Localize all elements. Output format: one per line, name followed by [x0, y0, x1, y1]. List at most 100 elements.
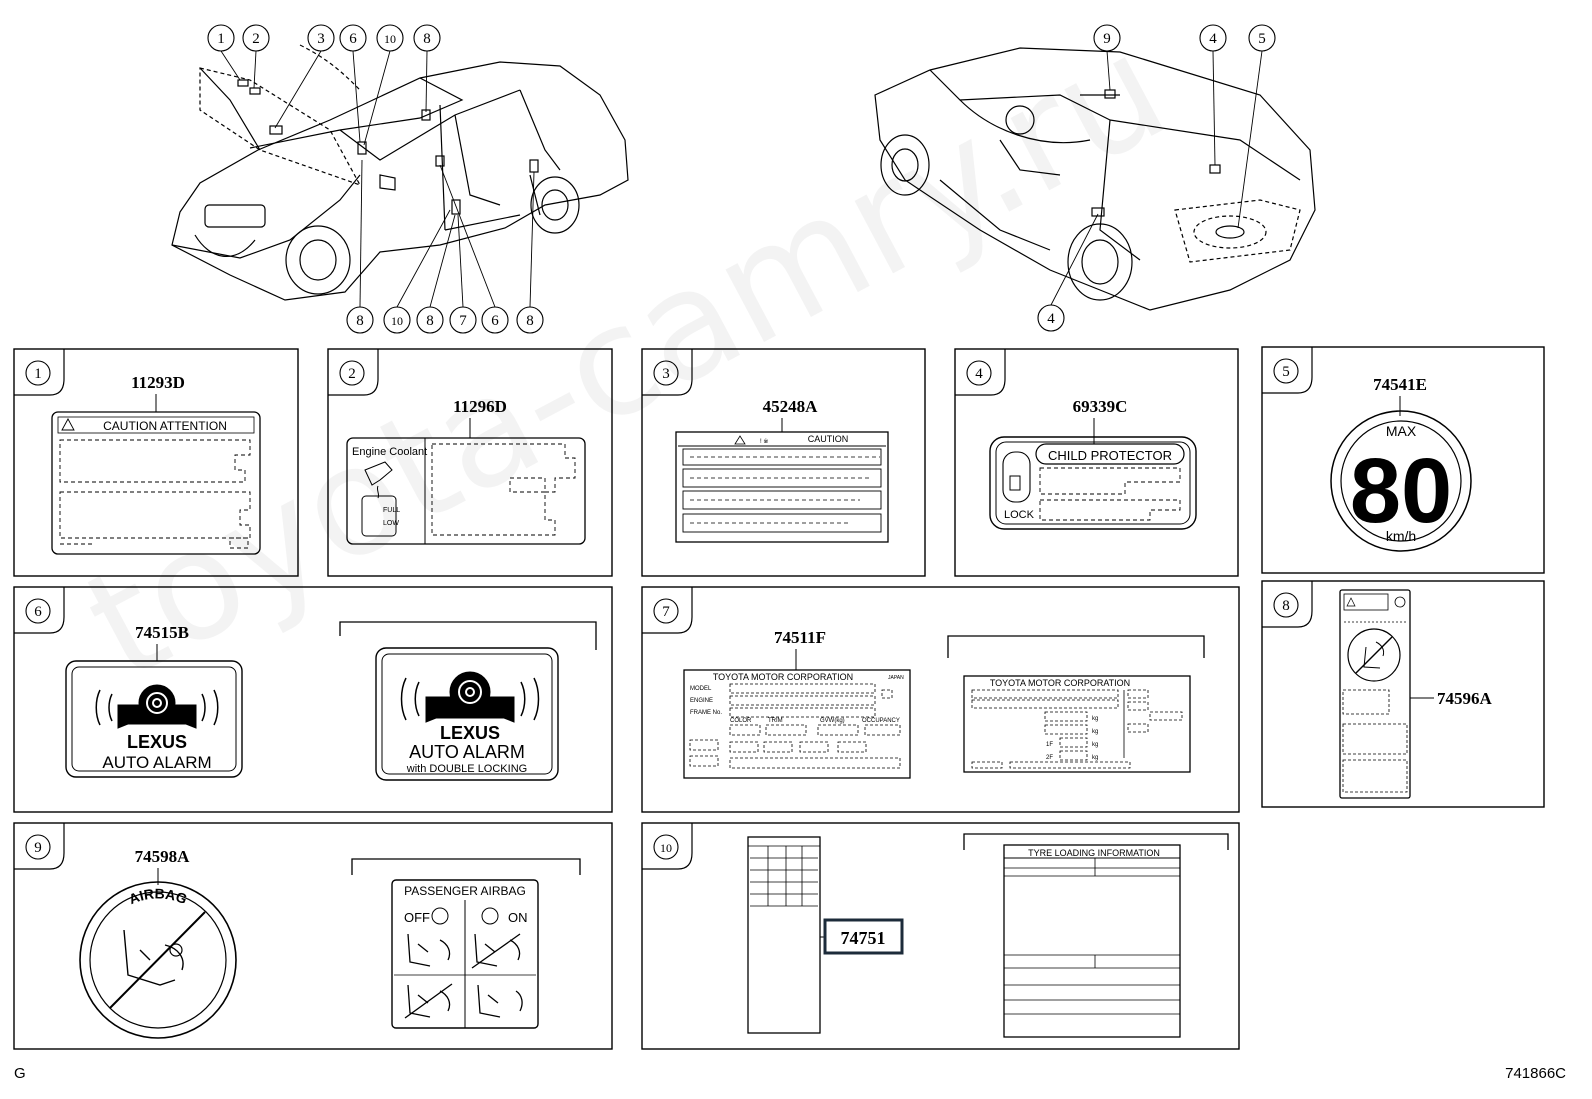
full-text: FULL: [383, 507, 400, 514]
part-number-74751: 74751: [841, 928, 886, 948]
part-number-11293D: 11293D: [131, 373, 185, 392]
svg-text:10: 10: [391, 314, 403, 328]
svg-text:TRIM: TRIM: [768, 718, 783, 724]
tyre-loading-text: TYRE LOADING INFORMATION: [1028, 848, 1160, 858]
panel-10: 74751 TYRE LOADING INFORMATION: [747, 833, 1229, 1038]
callout-4: 4: [1199, 24, 1227, 52]
panel-number-1: 1: [34, 366, 42, 382]
panel-number-3: 3: [662, 366, 670, 382]
panel-number-9: 9: [34, 840, 42, 856]
svg-text:ENGINE: ENGINE: [690, 698, 713, 704]
off-text: OFF: [404, 910, 430, 925]
airbag-ring-text: AIRBAG: [127, 885, 190, 907]
callout-10: 10: [383, 306, 411, 334]
panel-6: 74515B LEXUS AUTO ALARM LEXUS AUTO ALARM…: [65, 621, 597, 781]
kmh-text: km/h: [1386, 528, 1416, 544]
callout-6: 6: [481, 306, 509, 334]
leader-lines-left: [220, 50, 535, 308]
part-number-69339C: 69339C: [1073, 397, 1128, 416]
panel-tab-10: 10: [642, 823, 693, 870]
callouts-right-top: 9 4 5: [1093, 24, 1276, 52]
svg-text:1F: 1F: [1046, 742, 1053, 748]
panel-number-10: 10: [660, 841, 672, 855]
part-number-74541E: 74541E: [1373, 375, 1427, 394]
callouts-left-top: 1 2 3 6 10 8: [207, 24, 441, 52]
part-number-11296D: 11296D: [453, 397, 507, 416]
panel-tab-7: 7: [642, 587, 693, 634]
callout-4: 4: [1037, 304, 1065, 332]
svg-text:6: 6: [349, 31, 357, 47]
panel-number-2: 2: [348, 366, 356, 382]
speed-limit-text: 80: [1350, 440, 1452, 542]
callout-8: 8: [516, 306, 544, 334]
callout-5: 5: [1248, 24, 1276, 52]
svg-text:3: 3: [317, 31, 325, 47]
svg-text:OCCUPANCY: OCCUPANCY: [862, 718, 900, 724]
double-locking-text: with DOUBLE LOCKING: [406, 763, 527, 775]
callout-10: 10: [376, 24, 404, 52]
svg-text:kg: kg: [1092, 716, 1098, 722]
svg-text:FRAME No.: FRAME No.: [690, 710, 722, 716]
callout-6: 6: [339, 24, 367, 52]
panel-frames: [13, 346, 1545, 1050]
passenger-airbag-text: PASSENGER AIRBAG: [404, 884, 526, 898]
part-number-74515B: 74515B: [135, 623, 189, 642]
svg-text:MODEL: MODEL: [690, 686, 712, 692]
seat-icons: [404, 933, 523, 1019]
panel-tab-5: 5: [1262, 347, 1313, 394]
footer-diagram-code: 741866C: [1505, 1065, 1566, 1082]
callout-8: 8: [413, 24, 441, 52]
callout-8: 8: [416, 306, 444, 334]
svg-text:10: 10: [384, 32, 396, 46]
svg-text:5: 5: [1258, 31, 1266, 47]
svg-text:4: 4: [1209, 31, 1217, 47]
panel-tab-1: 1: [14, 349, 65, 396]
callout-7: 7: [449, 306, 477, 334]
callout-2: 2: [242, 24, 270, 52]
svg-text:8: 8: [426, 313, 434, 329]
alarm-icon-2: LEXUS AUTO ALARM with DOUBLE LOCKING: [400, 671, 540, 775]
engine-coolant-text: Engine Coolant: [352, 446, 427, 458]
callouts-right-bottom: 4: [1037, 304, 1065, 332]
panel-number-5: 5: [1282, 364, 1290, 380]
svg-text:! ※: ! ※: [760, 438, 768, 445]
auto-alarm-text-2: AUTO ALARM: [409, 742, 525, 762]
lexus-logo: LEXUS: [127, 732, 187, 752]
svg-text:6: 6: [491, 313, 499, 329]
panel-8: 74596A: [1339, 589, 1493, 799]
toyota-corp-text-2: TOYOTA MOTOR CORPORATION: [990, 678, 1130, 688]
lexus-logo-2: LEXUS: [440, 723, 500, 743]
svg-text:1: 1: [217, 31, 225, 47]
svg-text:JAPAN: JAPAN: [888, 675, 904, 681]
svg-text:7: 7: [459, 313, 467, 329]
callouts-left-bottom: 8 10 8 7 6 8: [346, 306, 544, 334]
caution-attention-text: CAUTION ATTENTION: [103, 419, 227, 433]
callout-9: 9: [1093, 24, 1121, 52]
callout-3: 3: [307, 24, 335, 52]
panel-1: 11293D CAUTION ATTENTION: [51, 373, 261, 555]
svg-text:kg: kg: [1092, 729, 1098, 735]
panel-number-6: 6: [34, 604, 42, 620]
panel-9: 74598A AIRBAG PASSENGER AIRBAG OFF ON: [79, 847, 581, 1039]
car-rear-view: [874, 47, 1316, 311]
svg-text:2F: 2F: [1046, 755, 1053, 761]
svg-text:8: 8: [356, 313, 364, 329]
footer-left-code: G: [14, 1065, 26, 1082]
panel-7: 74511F TOYOTA MOTOR CORPORATION JAPAN MO…: [683, 628, 1205, 779]
panel-tab-9: 9: [14, 823, 65, 870]
panel-tab-3: 3: [642, 349, 693, 396]
svg-text:GVW(kg): GVW(kg): [820, 718, 845, 724]
panel-number-tabs: 1 2 3 4 5 6 7 8 9 10: [14, 347, 1313, 870]
svg-text:8: 8: [526, 313, 534, 329]
svg-text:kg: kg: [1092, 742, 1098, 748]
car-front-view: [171, 44, 629, 301]
panel-tab-4: 4: [955, 349, 1006, 396]
leader-lines-right: [1050, 50, 1263, 306]
max-text: MAX: [1386, 423, 1417, 439]
panel-number-8: 8: [1282, 598, 1290, 614]
caution-text: CAUTION: [808, 434, 849, 444]
svg-text:COLOR: COLOR: [730, 718, 752, 724]
panel-4: 69339C CHILD PROTECTOR LOCK: [989, 397, 1197, 530]
low-text: LOW: [383, 520, 399, 527]
